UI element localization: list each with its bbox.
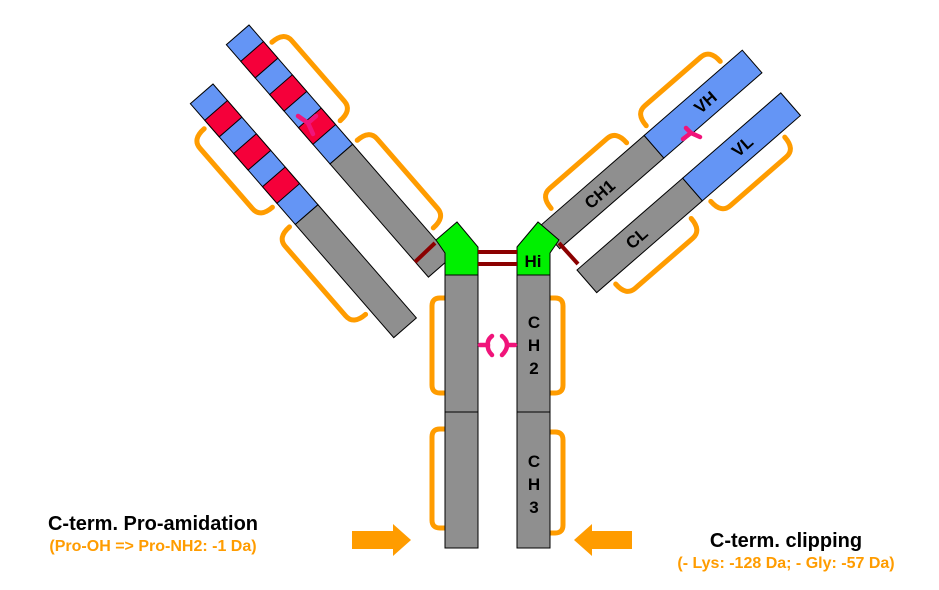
left-heavy-chain-arm — [225, 24, 452, 278]
right-light-chain-arm: CL VL — [576, 92, 802, 294]
ch3-label-c: C — [528, 452, 540, 471]
right-vh-bracket — [638, 51, 723, 129]
c-term-clipping-title: C-term. clipping — [709, 530, 863, 552]
left-hc-lc-disulfide — [413, 241, 437, 264]
right-cl-bracket — [613, 215, 700, 294]
right-ch3-domain — [516, 411, 551, 549]
ch2-label-c: C — [528, 313, 540, 332]
left-ch1-bracket — [354, 132, 444, 231]
pro-amidation-annotation: C-term. Pro-amidation (Pro-OH => Pro-NH2… — [18, 513, 288, 556]
left-vl-bracket — [194, 126, 275, 216]
right-vh-domain — [643, 49, 763, 159]
pro-amidation-subtitle: (Pro-OH => Pro-NH2: -1 Da) — [49, 538, 257, 555]
ch2-label-2: 2 — [529, 359, 538, 378]
c-term-clipping-subtitle: (- Lys: -128 Da; - Gly: -57 Da) — [677, 555, 895, 572]
right-ch2-bracket — [547, 295, 566, 396]
pro-amidation-title: C-term. Pro-amidation — [47, 513, 259, 535]
right-ch3-bracket — [547, 429, 566, 536]
right-hc-lc-disulfide — [557, 241, 580, 266]
cdr-h3 — [297, 107, 337, 146]
right-c-term-arrow-icon — [574, 524, 632, 556]
cdr-l1 — [204, 99, 243, 138]
right-ch1-bracket — [543, 132, 630, 211]
left-cl-bracket — [279, 224, 369, 323]
right-ch2-domain — [516, 274, 551, 413]
left-fab-glycan-icon — [295, 113, 319, 137]
fc-glycan-right-icon — [499, 333, 518, 358]
right-vl-domain — [681, 92, 802, 202]
left-c-term-arrow-icon — [352, 524, 411, 556]
fc-glycan-left-icon — [477, 333, 495, 358]
left-ch1-domain — [329, 143, 452, 278]
cdr-l3 — [261, 166, 301, 205]
ch3-label-3: 3 — [529, 498, 538, 517]
left-vh-bracket — [269, 34, 350, 124]
left-cl-domain — [294, 204, 418, 339]
cdr-h1 — [240, 40, 279, 79]
left-hinge — [435, 221, 479, 276]
c-term-clipping-annotation: C-term. clipping (- Lys: -128 Da; - Gly:… — [643, 530, 929, 573]
left-ch3-domain — [444, 411, 479, 549]
hinge-label: Hi — [525, 252, 542, 271]
left-ch2-bracket — [429, 295, 448, 396]
right-fab-glycan-icon — [680, 125, 703, 142]
left-ch3-bracket — [429, 426, 448, 531]
cdr-h2 — [268, 74, 308, 112]
ch2-label-h: H — [528, 336, 540, 355]
right-vl-bracket — [708, 134, 793, 212]
left-light-chain-arm — [189, 83, 418, 339]
cdr-l2 — [232, 133, 272, 171]
left-ch2-domain — [444, 274, 479, 413]
ch3-label-h: H — [528, 475, 540, 494]
